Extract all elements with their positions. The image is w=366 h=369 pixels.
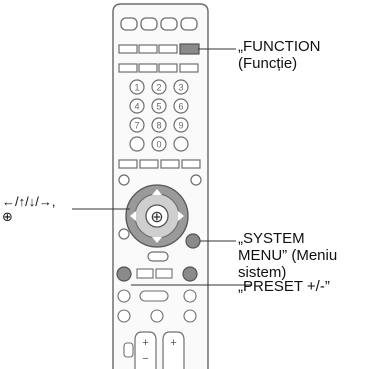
- rect-button-2[interactable]: [138, 44, 158, 54]
- digit-7-label: 7: [134, 121, 139, 131]
- digit-2-label: 2: [156, 83, 161, 93]
- small-rect-right[interactable]: [155, 268, 173, 279]
- system-menu-button[interactable]: [185, 233, 201, 249]
- rect-button-8[interactable]: [179, 63, 199, 73]
- volume-minus: −: [142, 353, 148, 365]
- function-label: „FUNCTION (Funcție): [238, 38, 321, 72]
- enter-button[interactable]: [145, 204, 169, 228]
- rect-button-10[interactable]: [139, 159, 159, 169]
- side-left-button[interactable]: [129, 136, 145, 152]
- system-menu-label: „SYSTEM MENU” (Meniu sistem): [238, 230, 338, 281]
- digit-2-button[interactable]: [151, 79, 167, 95]
- top-button-2[interactable]: [140, 17, 158, 31]
- volume-rocker-right[interactable]: [162, 331, 185, 369]
- bottom-button-right[interactable]: [183, 309, 197, 323]
- bottom-button-left[interactable]: [117, 309, 131, 323]
- numeric-keypad: 1 2 3 4 5 6 7 8 9 0: [129, 79, 189, 152]
- digit-3-button[interactable]: [173, 79, 189, 95]
- digit-8-button[interactable]: [151, 117, 167, 133]
- digit-6-label: 6: [178, 102, 183, 112]
- digit-5-label: 5: [156, 102, 161, 112]
- top-button-1[interactable]: [120, 17, 138, 31]
- rect-button-11[interactable]: [160, 159, 180, 169]
- top-button-3[interactable]: [160, 17, 178, 31]
- digit-9-button[interactable]: [173, 117, 189, 133]
- nav-corner-top-left[interactable]: [118, 174, 130, 186]
- oval-button[interactable]: [147, 251, 169, 262]
- volume-plus-a: +: [142, 337, 148, 349]
- volume-plus-b: +: [170, 337, 176, 349]
- side-tab: [123, 342, 134, 358]
- digit-0-button[interactable]: [151, 136, 167, 152]
- digit-4-button[interactable]: [129, 98, 145, 114]
- side-right-button[interactable]: [173, 136, 189, 152]
- rect-button-1[interactable]: [118, 44, 138, 54]
- digit-6-button[interactable]: [173, 98, 189, 114]
- play-button[interactable]: [139, 290, 169, 302]
- up-arrow-icon[interactable]: [152, 189, 162, 195]
- rect-button-6[interactable]: [138, 63, 158, 73]
- digit-1-label: 1: [134, 83, 139, 93]
- left-arrow-icon[interactable]: [130, 211, 136, 221]
- digit-9-label: 9: [178, 121, 183, 131]
- preset-label: „PRESET +/-”: [238, 278, 330, 295]
- digit-3-label: 3: [178, 83, 183, 93]
- rewind-button[interactable]: [117, 289, 131, 303]
- function-button[interactable]: [179, 43, 200, 55]
- digit-8-label: 8: [156, 121, 161, 131]
- preset-plus-button[interactable]: [182, 266, 198, 282]
- right-arrow-icon[interactable]: [178, 211, 184, 221]
- nav-corner-top-right[interactable]: [190, 174, 202, 186]
- rect-button-9[interactable]: [118, 159, 138, 169]
- digit-4-label: 4: [134, 102, 139, 112]
- forward-button[interactable]: [183, 289, 197, 303]
- digit-0-label: 0: [156, 140, 161, 150]
- arrows-label: ←/↑/↓/→, ⊕: [2, 194, 56, 224]
- rect-button-12[interactable]: [181, 159, 201, 169]
- volume-rocker-left[interactable]: [134, 331, 157, 369]
- rect-button-3[interactable]: [158, 44, 178, 54]
- small-rect-left[interactable]: [136, 268, 154, 279]
- rect-button-7[interactable]: [158, 63, 178, 73]
- nav-corner-bottom-left[interactable]: [118, 228, 130, 240]
- rect-button-5[interactable]: [118, 63, 138, 73]
- down-arrow-icon[interactable]: [152, 237, 162, 243]
- digit-1-button[interactable]: [129, 79, 145, 95]
- preset-minus-button[interactable]: [116, 266, 132, 282]
- top-button-4[interactable]: [180, 17, 198, 31]
- bottom-button-mid[interactable]: [150, 309, 164, 323]
- digit-5-button[interactable]: [151, 98, 167, 114]
- digit-7-button[interactable]: [129, 117, 145, 133]
- enter-icon: ⊕: [150, 207, 163, 226]
